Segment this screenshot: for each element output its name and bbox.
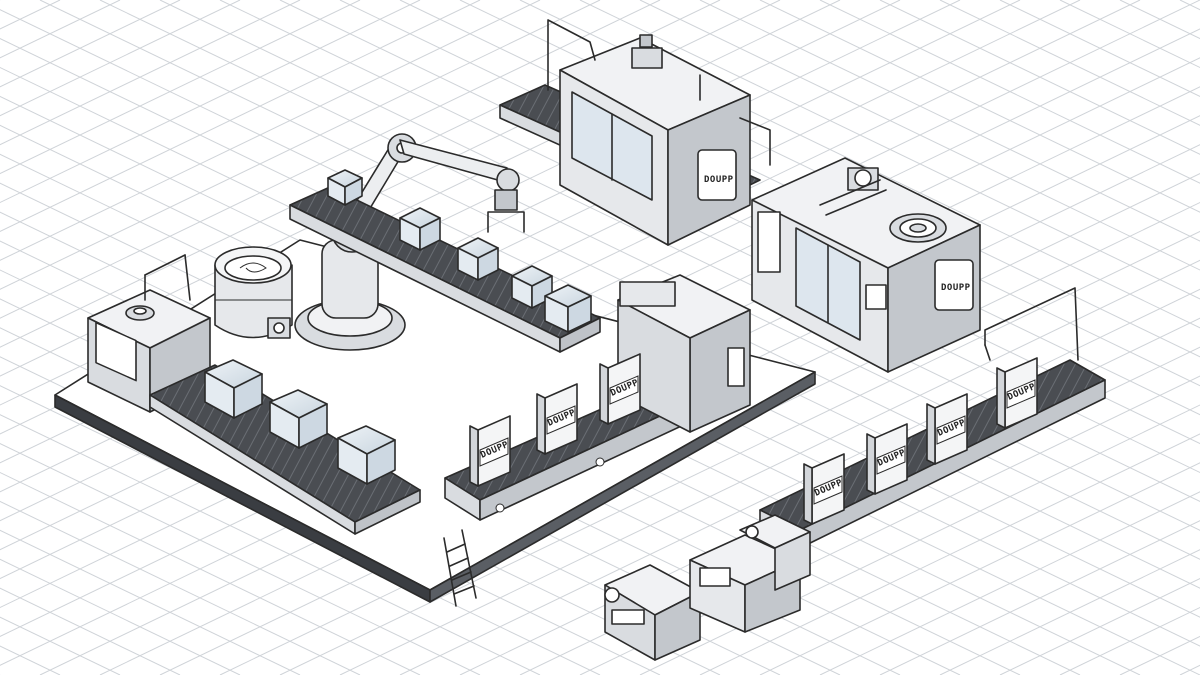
bag-lower-4: DOUPP — [996, 357, 1038, 429]
grid-line — [0, 529, 301, 675]
grid-line — [0, 443, 481, 675]
grid-line — [0, 500, 361, 675]
grid-line — [519, 0, 1200, 329]
grid-line — [339, 259, 1200, 675]
bag-group-lower: DOUPP DOUPP DOUPP DOUPP — [803, 357, 1038, 525]
grid-line — [1179, 0, 1200, 11]
grid-line — [639, 0, 1200, 271]
grid-line — [819, 491, 1200, 675]
bag-lower-2: DOUPP — [866, 423, 908, 495]
glass-box-d — [511, 265, 553, 309]
ladder — [443, 529, 477, 607]
grid-line — [0, 0, 241, 117]
right-machine-bag-label: DOUPP — [941, 283, 971, 293]
bag-middle-2: DOUPP — [536, 383, 578, 455]
grid-line — [939, 549, 1200, 675]
glass-box-c — [457, 237, 499, 281]
bag-middle-3: DOUPP — [599, 353, 641, 425]
glass-box-e — [544, 284, 592, 333]
bag-lower-1: DOUPP — [803, 453, 845, 525]
grid-line — [0, 558, 241, 675]
grid-line — [0, 414, 541, 675]
grid-line — [759, 462, 1200, 675]
grid-line — [0, 0, 601, 290]
grid-line — [0, 0, 661, 319]
grid-line — [699, 0, 1200, 242]
glass-box-a — [327, 169, 363, 206]
top-sealing-machine: DOUPP — [499, 19, 771, 246]
mixing-tank — [214, 246, 293, 339]
grid-line — [879, 0, 1200, 155]
grid-line — [759, 0, 1200, 213]
carton-machine: DOUPP — [751, 157, 981, 373]
grid-line — [1059, 606, 1200, 675]
grid-line — [0, 471, 421, 675]
grid-line — [99, 144, 1200, 675]
cube-conveyor — [149, 359, 421, 535]
top-cube-conveyor — [289, 169, 601, 353]
grid-line — [819, 0, 1200, 184]
grid-line — [0, 0, 541, 261]
grid-line — [0, 0, 361, 175]
grid-line — [279, 230, 1200, 675]
grid-line — [399, 288, 1200, 675]
glass-box-b — [399, 207, 441, 251]
grid-line — [579, 375, 1200, 675]
top-machine-bag-label: DOUPP — [704, 175, 734, 185]
glass-cube-3 — [337, 425, 396, 485]
bag-lower-3: DOUPP — [926, 393, 968, 465]
grid-line — [639, 404, 1200, 675]
grid-line — [0, 0, 481, 232]
grid-line — [0, 0, 421, 204]
glass-cube-2 — [269, 389, 328, 449]
grid-line — [0, 0, 301, 146]
glass-cube-1 — [204, 359, 263, 419]
grid-line — [1059, 0, 1200, 69]
grid-line — [939, 0, 1200, 126]
grid-line — [1179, 664, 1200, 675]
bag-group-middle: DOUPP DOUPP DOUPP — [469, 353, 641, 487]
grid-line — [699, 433, 1200, 675]
bag-middle-1: DOUPP — [469, 415, 511, 487]
grid-line — [0, 0, 721, 348]
grid-line — [579, 0, 1200, 300]
grid-line — [879, 520, 1200, 675]
front-control-unit — [604, 514, 811, 661]
